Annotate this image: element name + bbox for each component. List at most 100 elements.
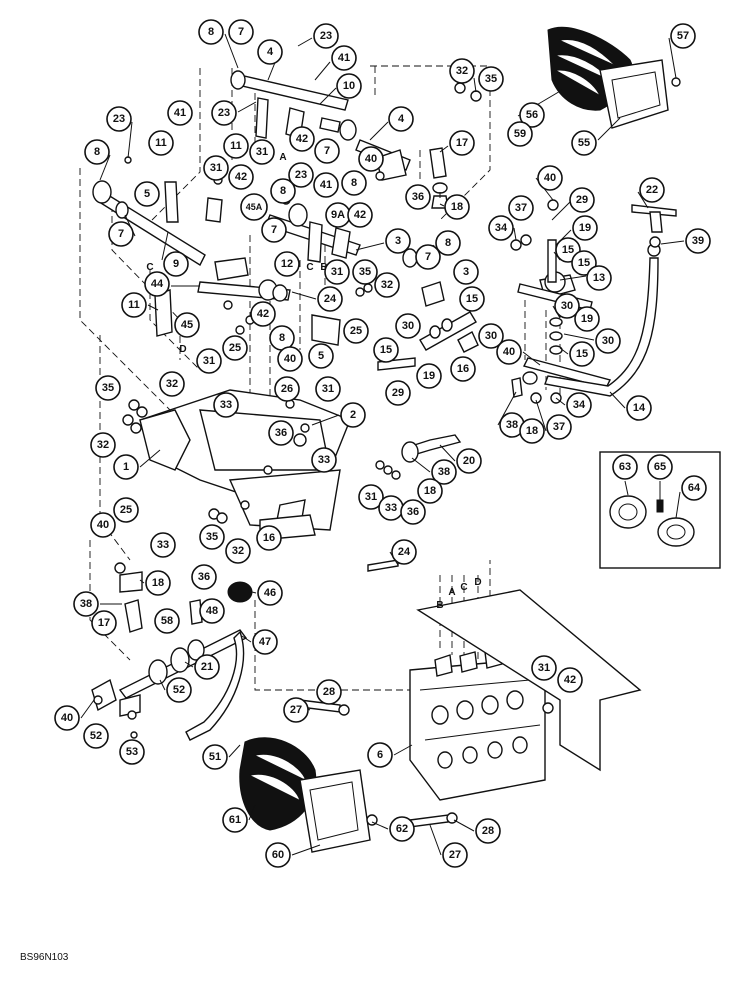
callout-label: 15 (380, 344, 392, 356)
callout-63: 63 (612, 454, 638, 480)
callout-23: 23 (288, 162, 314, 188)
callout-23: 23 (313, 23, 339, 49)
callout-label: 45A (246, 202, 263, 212)
callout-44: 44 (144, 271, 170, 297)
callout-18: 18 (444, 194, 470, 220)
callout-34: 34 (488, 215, 514, 241)
callout-label: 26 (281, 383, 293, 395)
callout-25: 25 (222, 335, 248, 361)
callout-15: 15 (459, 286, 485, 312)
callout-40: 40 (358, 146, 384, 172)
callout-label: 16 (263, 532, 275, 544)
callout-label: 11 (155, 137, 167, 149)
callout-9A: 9A (325, 202, 351, 228)
callout-label: 30 (602, 335, 614, 347)
callout-label: 29 (392, 387, 404, 399)
callout-29: 29 (385, 380, 411, 406)
callout-label: 28 (323, 686, 335, 698)
callout-label: 21 (201, 661, 213, 673)
callout-label: 36 (275, 427, 287, 439)
drawing-code: BS96N103 (20, 952, 69, 963)
callout-14: 14 (626, 395, 652, 421)
callout-label: 61 (229, 814, 241, 826)
callout-27: 27 (283, 697, 309, 723)
callout-64: 64 (681, 475, 707, 501)
callout-35: 35 (95, 375, 121, 401)
callout-42: 42 (557, 667, 583, 693)
callout-36: 36 (268, 420, 294, 446)
callout-label: 36 (198, 571, 210, 583)
callout-label: 60 (272, 849, 284, 861)
callout-label: 58 (161, 615, 173, 627)
callout-32: 32 (90, 432, 116, 458)
callout-label: 5 (318, 350, 324, 362)
callout-label: 14 (633, 402, 646, 414)
callout-label: 13 (593, 272, 605, 284)
callout-47: 47 (252, 629, 278, 655)
callout-label: 56 (526, 109, 538, 121)
callout-3: 3 (453, 259, 479, 285)
callout-label: 9 (173, 258, 179, 270)
callout-17: 17 (91, 610, 117, 636)
callout-15: 15 (373, 337, 399, 363)
callout-label: 23 (218, 107, 230, 119)
callout-40: 40 (90, 512, 116, 538)
callout-label: 5 (144, 188, 150, 200)
callout-label: 51 (209, 751, 221, 763)
callout-20: 20 (456, 448, 482, 474)
callout-label: 33 (157, 539, 169, 551)
callout-label: 31 (322, 383, 334, 395)
callout-label: 52 (173, 684, 185, 696)
callout-34: 34 (566, 392, 592, 418)
callout-label: 63 (619, 461, 631, 473)
callout-35: 35 (352, 259, 378, 285)
callout-33: 33 (378, 495, 404, 521)
callout-label: 25 (120, 504, 132, 516)
callout-40: 40 (277, 346, 303, 372)
callout-55: 55 (571, 130, 597, 156)
callout-label: 35 (102, 382, 114, 394)
callout-label: 19 (579, 222, 591, 234)
callout-19: 19 (574, 306, 600, 332)
callout-31: 31 (315, 376, 341, 402)
callout-18: 18 (145, 570, 171, 596)
callout-8: 8 (435, 230, 461, 256)
callout-label: 1 (123, 461, 129, 473)
callout-11: 11 (223, 133, 249, 159)
callout-label: 17 (456, 137, 468, 149)
callout-label: 41 (174, 107, 186, 119)
callout-36: 36 (191, 564, 217, 590)
callout-60: 60 (265, 842, 291, 868)
callout-label: 36 (412, 191, 424, 203)
callout-label: 42 (564, 674, 576, 686)
callout-8: 8 (198, 19, 224, 45)
callout-38: 38 (73, 591, 99, 617)
callout-8: 8 (341, 170, 367, 196)
callout-23: 23 (106, 106, 132, 132)
callout-33: 33 (213, 392, 239, 418)
callout-38: 38 (431, 459, 457, 485)
callout-label: 31 (203, 355, 215, 367)
callout-30: 30 (595, 328, 621, 354)
callout-32: 32 (449, 58, 475, 84)
callout-label: 32 (97, 439, 109, 451)
callout-label: 15 (576, 348, 588, 360)
part-drawings (91, 26, 721, 853)
callout-label: 10 (343, 80, 355, 92)
guide-letter-d: D (179, 344, 186, 355)
callout-41: 41 (167, 100, 193, 126)
callout-36: 36 (405, 184, 431, 210)
svg-text:D: D (474, 577, 481, 588)
callout-label: 35 (359, 266, 371, 278)
callout-32: 32 (374, 272, 400, 298)
callout-33: 33 (311, 447, 337, 473)
svg-text:C: C (460, 582, 467, 593)
callout-label: 23 (113, 113, 125, 125)
callout-41: 41 (331, 45, 357, 71)
callout-28: 28 (475, 818, 501, 844)
callout-40: 40 (54, 705, 80, 731)
callout-label: 11 (230, 140, 242, 152)
callout-label: 39 (692, 235, 704, 247)
callout-19: 19 (416, 363, 442, 389)
